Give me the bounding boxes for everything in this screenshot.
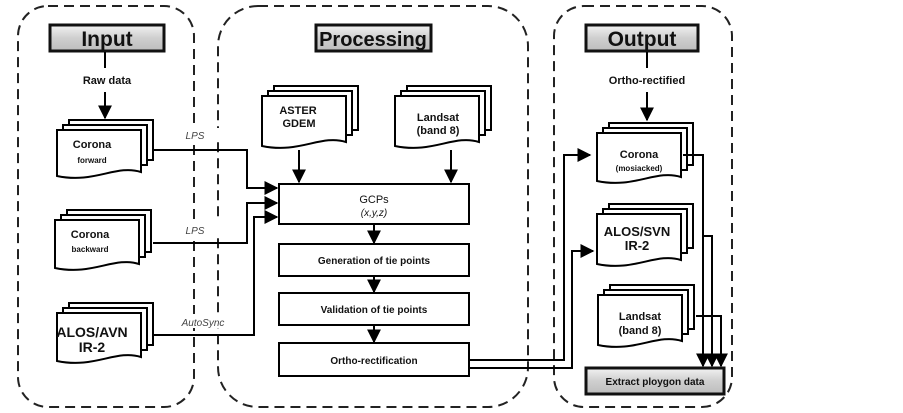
output-doc-landsat-sheet-3 [597, 294, 683, 348]
connector-corona-forward [153, 149, 279, 195]
output-title: Output [608, 28, 677, 51]
input-title: Input [81, 28, 132, 51]
gcp-coords: (x,y,z) [361, 208, 387, 219]
input-header: Input [48, 23, 166, 53]
processing-doc-aster-gdem-sheet-3 [261, 95, 347, 149]
processing-panel [217, 5, 529, 408]
step-validation-label: Validation of tie points [321, 305, 428, 316]
connector-corona-backward [153, 196, 279, 244]
raw-data-label: Raw data [83, 75, 132, 87]
input-doc-corona-backward-sheet-3 [54, 219, 140, 271]
processing-doc-landsat-sheet-3 [394, 95, 480, 149]
output-doc-corona-mosaicked-sheet-3 [596, 132, 682, 184]
landsat-proc-doc-line2: (band 8) [417, 125, 460, 137]
gcp-title: GCPs [359, 194, 389, 206]
step-ortho-box: Ortho-rectification [278, 342, 470, 377]
processing-doc-landsat-stack [394, 85, 492, 149]
output-doc-corona-mosaicked-stack [596, 122, 694, 184]
edge-label-lps-1: LPS [186, 131, 205, 142]
input-doc-2-line1: Corona [71, 229, 110, 241]
connector-ortho-corona [469, 148, 592, 361]
edge-label-lps-2: LPS [186, 226, 205, 237]
output-doc-2-line1: ALOS/SVN [604, 224, 670, 239]
step-ortho-label: Ortho-rectification [330, 356, 417, 367]
input-doc-3-line2: IR-2 [79, 339, 106, 355]
output-header: Output [584, 23, 700, 53]
input-doc-corona-forward-sheet-3 [56, 129, 142, 179]
processing-header: Processing [314, 23, 433, 53]
extract-label: Extract ploygon data [606, 377, 705, 388]
output-doc-2-line2: IR-2 [625, 238, 650, 253]
step-validation-box: Validation of tie points [278, 292, 470, 326]
aster-doc-line1: ASTER [279, 105, 316, 117]
output-doc-1-line1: Corona [620, 149, 659, 161]
edge-label-autosync: AutoSync [181, 318, 225, 329]
step-generation-box: Generation of tie points [278, 243, 470, 277]
output-doc-alos-svn-sheet-3 [596, 213, 682, 267]
output-doc-1-line2: (mosiacked) [616, 164, 663, 173]
extract-polygon-box: Extract ploygon data [584, 366, 726, 396]
input-doc-corona-backward-stack [54, 209, 152, 271]
landsat-proc-doc-line1: Landsat [417, 112, 460, 124]
output-panel [553, 5, 733, 408]
connector-ortho-alos [469, 244, 595, 369]
aster-doc-line2: GDEM [283, 118, 316, 130]
input-panel [17, 5, 195, 408]
input-doc-alos-avn-sheet-3 [56, 312, 142, 364]
input-doc-2-line2: backward [72, 245, 109, 254]
gcp-box: GCPs (x,y,z) [278, 183, 470, 225]
output-doc-3-line1: Landsat [619, 311, 662, 323]
output-doc-landsat-stack [597, 284, 695, 348]
input-doc-alos-avn-stack [56, 302, 154, 364]
output-doc-alos-svn-stack [596, 203, 694, 267]
ortho-rectified-label: Ortho-rectified [609, 75, 685, 87]
step-generation-label: Generation of tie points [318, 256, 431, 267]
input-doc-3-line1: ALOS/AVN [56, 324, 127, 340]
output-doc-3-line2: (band 8) [619, 325, 662, 337]
processing-title: Processing [319, 29, 427, 51]
input-doc-1-line2: forward [77, 156, 106, 165]
processing-doc-aster-gdem-stack [261, 85, 359, 149]
input-doc-1-line1: Corona [73, 139, 112, 151]
input-doc-corona-forward-stack [56, 119, 154, 179]
connector-alos-avn [152, 210, 279, 336]
